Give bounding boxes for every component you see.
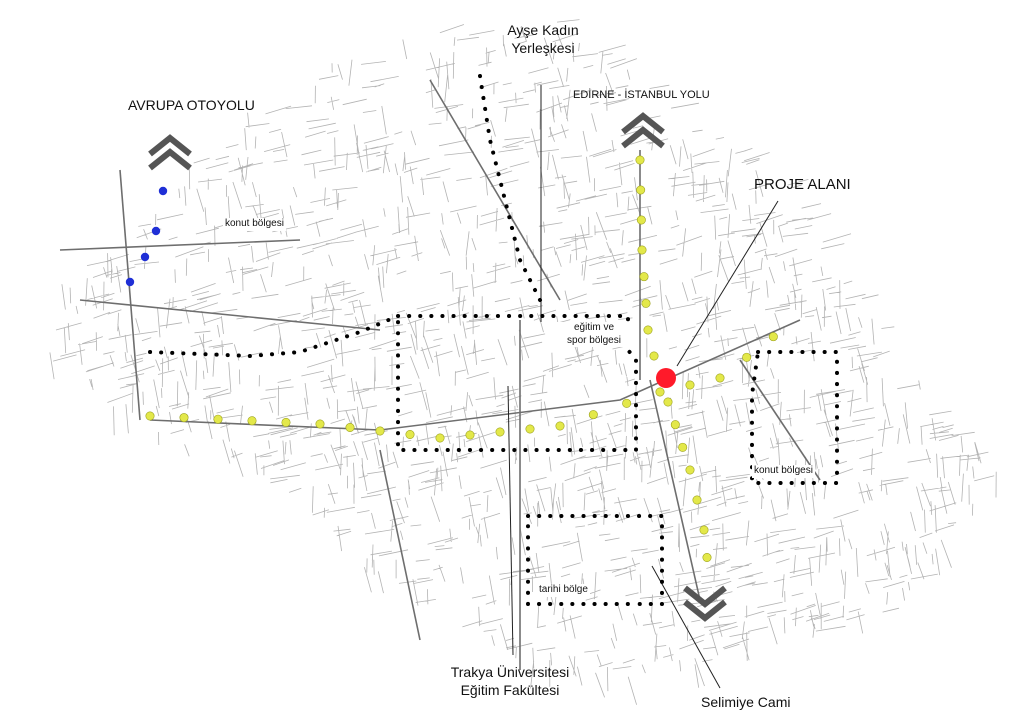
- zone-ayse-kadin-path: [478, 74, 542, 302]
- label-tarihi-bolge: tarihi bölge: [537, 584, 590, 597]
- blue-route-dot: [151, 226, 161, 236]
- main-road: [79, 299, 381, 331]
- route-dots: [125, 155, 778, 562]
- double-chevron-down-icon: [683, 585, 727, 608]
- main-road: [59, 239, 301, 251]
- zone-egitim-spor: [396, 314, 638, 452]
- yellow-route-dot: [588, 410, 598, 420]
- main-road: [739, 359, 821, 481]
- leader-trakya: [507, 385, 514, 656]
- double-chevron-down-icon: [683, 599, 727, 622]
- double-chevron-up-icon: [621, 126, 665, 149]
- label-trakya: Trakya Üniversitesi Eğitim Fakültesi: [420, 664, 600, 699]
- yellow-route-dot: [639, 272, 649, 282]
- yellow-route-dot: [345, 422, 355, 432]
- leader-proje-alani: [676, 200, 779, 367]
- direction-arrows: [148, 112, 727, 622]
- yellow-route-dot: [405, 429, 415, 439]
- double-chevron-up-icon: [621, 112, 665, 135]
- zone-boundaries: [148, 74, 839, 606]
- yellow-route-dot: [685, 380, 695, 390]
- zone-tarihi: [526, 514, 664, 606]
- label-selimiye: Selimiye Cami: [701, 694, 791, 710]
- yellow-route-dot: [465, 430, 475, 440]
- yellow-route-dot: [637, 245, 647, 255]
- yellow-route-dot: [699, 525, 709, 535]
- yellow-route-dot: [636, 215, 646, 225]
- label-edirne-istanbul: EDİRNE - İSTANBUL YOLU: [573, 89, 710, 101]
- yellow-route-dot: [281, 417, 291, 427]
- label-trakya-line2: Eğitim Fakültesi: [460, 681, 560, 698]
- yellow-route-dot: [315, 419, 325, 429]
- zone-konut-east: [750, 350, 839, 485]
- label-egitim-line2: spor bölgesi: [567, 334, 621, 346]
- yellow-route-dot: [678, 442, 688, 452]
- label-konut-bolgesi-west: konut bölgesi: [223, 218, 286, 231]
- main-road: [379, 449, 421, 641]
- yellow-route-dot: [145, 411, 155, 421]
- yellow-route-dot: [641, 298, 651, 308]
- label-egitim-spor: eğitim ve spor bölgesi: [552, 322, 636, 347]
- label-avrupa-otoyolu: AVRUPA OTOYOLU: [128, 97, 255, 113]
- double-chevron-up-icon: [148, 148, 192, 171]
- yellow-route-dot: [702, 552, 712, 562]
- project-area-marker[interactable]: [656, 368, 676, 388]
- zone-konut-west-edge: [148, 314, 400, 359]
- yellow-route-dot: [692, 495, 702, 505]
- yellow-route-dot: [649, 351, 659, 361]
- yellow-route-dot: [525, 424, 535, 434]
- label-egitim-line1: eğitim ve: [573, 322, 614, 333]
- main-road: [429, 79, 561, 301]
- leader-lines: [507, 85, 779, 689]
- yellow-route-dot: [635, 155, 645, 165]
- main-road: [149, 319, 801, 431]
- yellow-route-dot: [213, 414, 223, 424]
- label-ayse-kadin-line1: Ayşe Kadın: [507, 22, 579, 38]
- yellow-route-dot: [247, 416, 257, 426]
- yellow-route-dot: [636, 185, 646, 195]
- label-trakya-line1: Trakya Üniversitesi: [450, 664, 570, 680]
- label-konut-bolgesi-east: konut bölgesi: [752, 465, 815, 478]
- yellow-route-dot: [555, 421, 565, 431]
- label-ayse-kadin: Ayşe Kadın Yerleşkesi: [488, 22, 598, 57]
- yellow-route-dot: [715, 373, 725, 383]
- street-network: [49, 19, 997, 705]
- main-road: [119, 169, 141, 421]
- blue-route-dot: [125, 277, 135, 287]
- street-segments: [49, 19, 997, 705]
- yellow-route-dot: [768, 332, 778, 342]
- yellow-route-dot: [655, 387, 665, 397]
- blue-route-dot: [158, 186, 168, 196]
- yellow-route-dot: [643, 325, 653, 335]
- yellow-route-dot: [179, 413, 189, 423]
- main-road: [649, 379, 701, 601]
- yellow-route-dot: [375, 426, 385, 436]
- yellow-route-dot: [435, 433, 445, 443]
- yellow-route-dot: [670, 420, 680, 430]
- yellow-route-dot: [622, 398, 632, 408]
- yellow-route-dot: [742, 352, 752, 362]
- label-proje-alani: PROJE ALANI: [754, 176, 851, 193]
- leader-selimiye: [651, 565, 721, 689]
- yellow-route-dot: [685, 465, 695, 475]
- blue-route-dot: [140, 252, 150, 262]
- label-ayse-kadin-line2: Yerleşkesi: [511, 39, 575, 56]
- double-chevron-up-icon: [148, 134, 192, 157]
- yellow-route-dot: [495, 427, 505, 437]
- yellow-route-dot: [663, 397, 673, 407]
